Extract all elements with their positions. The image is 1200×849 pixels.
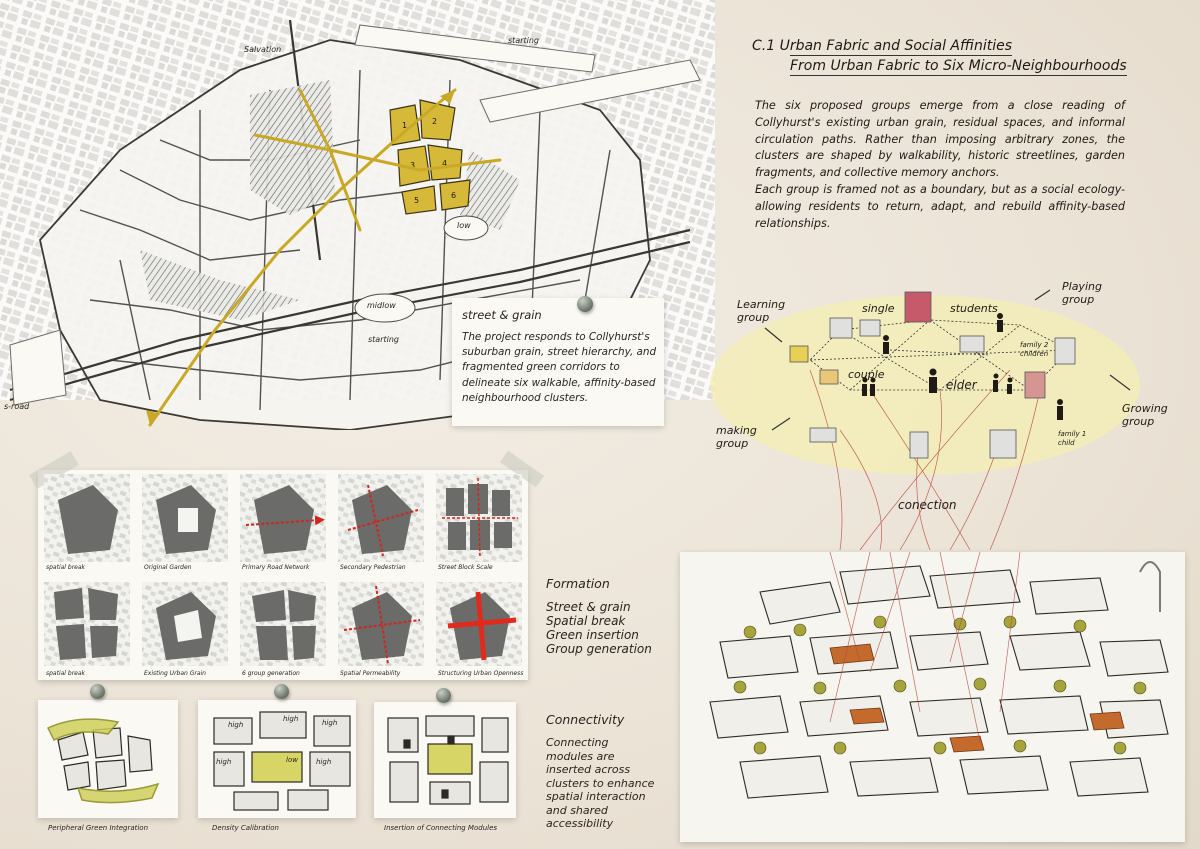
diagram-label: Existing Urban Grain [144, 670, 206, 677]
sketch-tag: high [228, 721, 244, 729]
formation-item: Spatial break [546, 614, 626, 628]
diagram-label: Street Block Scale [438, 564, 493, 571]
section-title: C.1 Urban Fabric and Social Affinities [752, 38, 1013, 56]
note-title: street & grain [462, 308, 542, 322]
sketch-tag: high [283, 715, 299, 723]
map-label-low: low [457, 221, 471, 230]
site-map-sketch: 1 2 3 4 5 6 [0, 0, 715, 430]
svg-text:3: 3 [410, 161, 415, 170]
diagram-label: spatial break [46, 564, 85, 571]
formation-list: Street & grain Spatial break Green inser… [546, 600, 652, 656]
sketch-label: Peripheral Green Integration [48, 824, 149, 832]
pin-icon [274, 684, 289, 699]
label-playing-group: Playing group [1062, 280, 1102, 306]
sketch-tag: high [316, 758, 332, 766]
label-couple: couple [848, 368, 885, 381]
sketch-tag: high [322, 719, 338, 727]
connectivity-heading: Connectivity [546, 712, 625, 727]
diagram-label: Primary Road Network [242, 564, 310, 571]
social-network-diagram [710, 289, 1140, 551]
label-students: students [950, 302, 998, 315]
diagram-label: spatial break [46, 670, 85, 677]
formation-item: Street & grain [546, 600, 631, 614]
street-grain-note: street & grain The project responds to C… [452, 298, 664, 426]
map-label-mid: midlow [367, 301, 396, 310]
intro-text: The six proposed groups emerge from a cl… [755, 98, 1125, 232]
label-elder: elder [946, 378, 977, 392]
intro-paragraph-2: Each group is framed not as a boundary, … [755, 182, 1125, 230]
svg-text:6: 6 [451, 191, 456, 200]
intro-paragraph-1: The six proposed groups emerge from a cl… [755, 99, 1125, 180]
label-single: single [862, 302, 895, 315]
map-label-top: Salvation [244, 45, 282, 54]
map-label-left: s-road [4, 402, 30, 411]
label-growing-group: Growing group [1122, 402, 1168, 428]
diagram-label: Secondary Pedestrian [340, 564, 406, 571]
sketch-label: Insertion of Connecting Modules [384, 824, 498, 832]
pin-icon [436, 688, 451, 703]
sketch-label: Density Calibration [212, 824, 279, 832]
pin-icon [90, 684, 105, 699]
formation-item: Green insertion [546, 628, 639, 642]
svg-text:1: 1 [402, 121, 407, 130]
axonometric-sketch [709, 552, 1169, 799]
formation-heading: Formation [546, 576, 610, 591]
map-label-right: starting [508, 36, 540, 45]
label-making-group: making group [716, 424, 757, 450]
label-connection: conection [898, 498, 957, 512]
svg-text:5: 5 [414, 196, 419, 205]
label-family-2-children: family 2 children [1020, 341, 1049, 358]
diagram-label: Original Garden [144, 564, 192, 571]
pin-icon [577, 296, 593, 312]
section-subtitle: From Urban Fabric to Six Micro-Neighbour… [790, 58, 1127, 76]
diagram-label: Structuring Urban Openness [438, 670, 524, 677]
diagram-label: 6 group generation [242, 670, 300, 677]
label-family-1-child: family 1 child [1058, 430, 1087, 447]
diagram-label: Spatial Permeability [340, 670, 401, 677]
note-body: The project responds to Collyhurst's sub… [462, 331, 657, 404]
sketches [46, 711, 509, 811]
sketch-tag: high [216, 758, 232, 766]
label-learning-group: Learning group [737, 298, 786, 324]
map-label-bottom: starting [368, 335, 400, 344]
formation-item: Group generation [546, 642, 652, 656]
diagram-grid [44, 474, 522, 666]
svg-text:2: 2 [432, 117, 437, 126]
svg-text:4: 4 [442, 159, 447, 168]
connectivity-body: Connecting modules are inserted across c… [546, 736, 655, 830]
sketch-tag: low [286, 756, 298, 764]
